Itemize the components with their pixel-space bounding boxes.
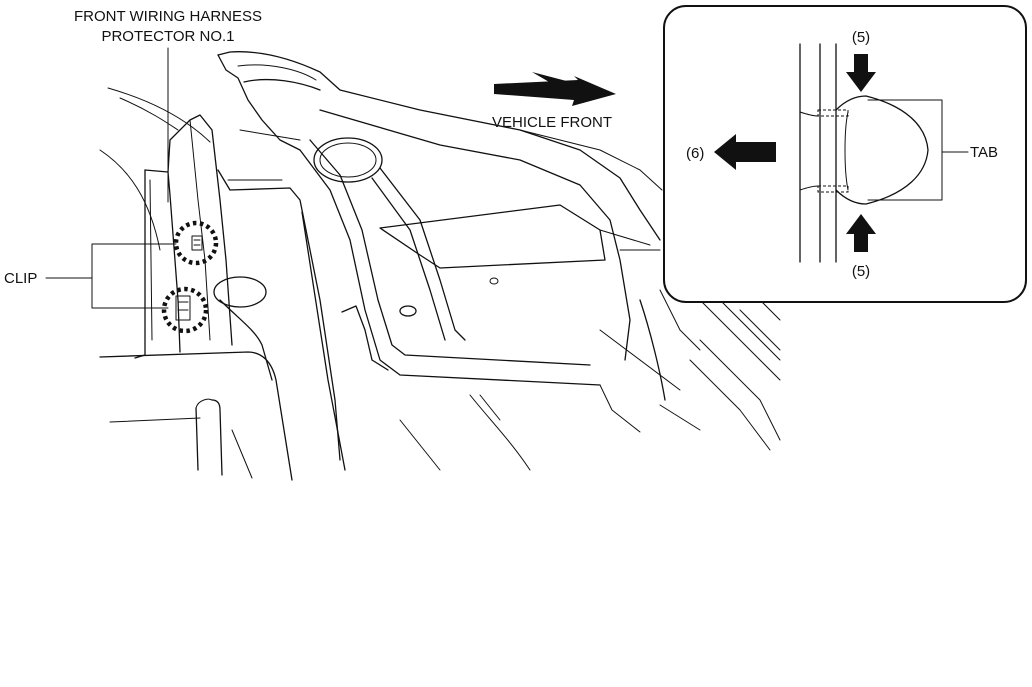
press-down-arrow-icon (846, 54, 876, 92)
vehicle-front-indicator: VEHICLE FRONT (492, 72, 616, 131)
tab-bracket (867, 99, 943, 201)
step-5-top-label: (5) (852, 29, 870, 46)
detail-inset: TAB (5) (5) (6) (663, 5, 1027, 303)
vehicle-front-arrow-icon (494, 76, 616, 106)
clip-highlight-upper (173, 220, 219, 266)
tab-label: TAB (970, 144, 998, 161)
clip-label: CLIP (4, 270, 37, 287)
clip-details (175, 235, 203, 321)
pull-left-arrow-icon (714, 134, 776, 170)
clip-highlight-lower (161, 286, 209, 334)
step-6-label: (6) (686, 145, 704, 162)
tab-shape (835, 95, 929, 205)
press-up-arrow-icon (846, 214, 876, 252)
protector-label-line2: PROTECTOR NO.1 (101, 28, 234, 45)
protector-label-line1: FRONT WIRING HARNESS (74, 8, 262, 25)
step-5-bottom-label: (5) (852, 263, 870, 280)
clip-bracket (91, 243, 177, 309)
cowl-panel-illustration (99, 51, 781, 481)
protector-callout: FRONT WIRING HARNESS PROTECTOR NO.1 (74, 8, 262, 203)
clip-callout: CLIP (4, 243, 177, 309)
vehicle-front-label: VEHICLE FRONT (492, 114, 612, 131)
